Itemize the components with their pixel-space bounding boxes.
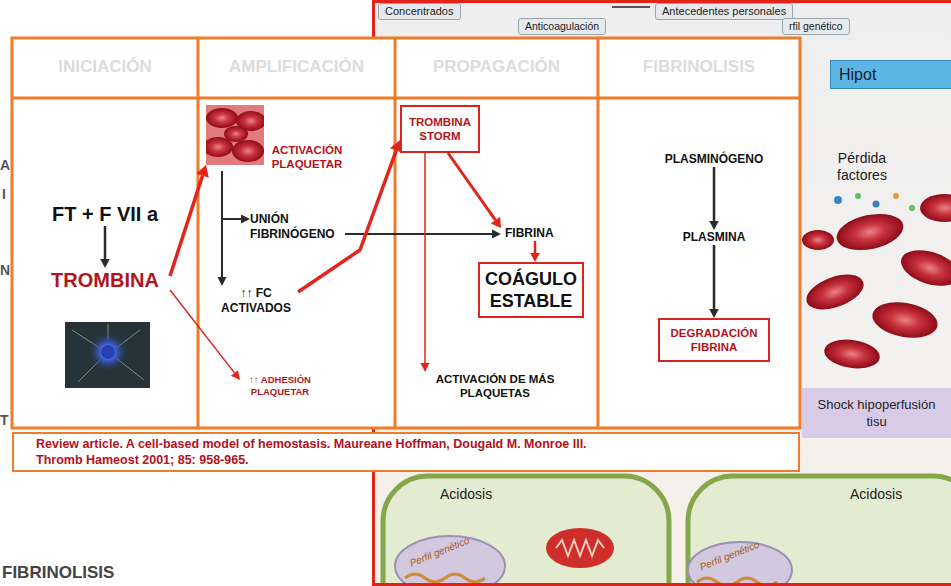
connector-line: [448, 153, 495, 220]
phase-table: [12, 38, 800, 428]
step-text: ↑↑ ADHESIÓN PLAQUETAR: [240, 374, 320, 398]
column-header: AMPLIFICACIÓN: [198, 57, 395, 77]
connector-line: [713, 167, 716, 221]
step-with-image-text: ACTIVACIÓN PLAQUETAR: [266, 143, 348, 171]
tag-box: rfil genético: [782, 18, 850, 35]
column-header: INICIACIÓN: [12, 57, 198, 77]
step-text: ↑↑ FC ACTIVADOS: [214, 286, 298, 316]
column-header: PROPAGACIÓN: [395, 57, 598, 77]
step-text-text: ↑↑ FC ACTIVADOS: [214, 286, 298, 316]
connector-line: [222, 171, 241, 219]
step-text: PLASMINA: [654, 230, 774, 245]
tissue-cells: [383, 476, 951, 586]
arrow-head: [100, 259, 110, 268]
panel-label: Acidosis: [850, 486, 902, 503]
platelet-photo: [206, 105, 264, 165]
step-text: TROMBINA: [40, 268, 170, 292]
column-header: FIBRINOLISIS: [598, 57, 800, 77]
connector-line: [424, 153, 426, 363]
panel-label: Acidosis: [440, 486, 492, 503]
tag-box-text: Anticoagulación: [525, 20, 599, 33]
process-box-text: DEGRADACIÓN FIBRINA: [664, 326, 764, 354]
arrow-head: [491, 217, 501, 228]
connector-arrow: [170, 165, 209, 276]
panel-label: Pérdida factores: [812, 150, 912, 184]
step-text-text: TROMBINA: [40, 268, 170, 292]
arrow-head: [196, 165, 209, 178]
connector-arrow: [222, 171, 250, 224]
step-text: ACTIVACIÓN DE MÁS PLAQUETAS: [420, 372, 570, 400]
tag-box-text: Concentrados: [385, 5, 454, 18]
connector-arrow: [218, 171, 227, 286]
connector-arrow: [448, 153, 501, 228]
cut-text: N: [0, 262, 10, 278]
caption-text: Review article. A cell-based model of he…: [36, 436, 626, 468]
tag-box: Antecedentes personales: [655, 3, 793, 20]
cut-text: A: [0, 157, 10, 173]
cut-text: I: [2, 186, 6, 202]
arrow-head: [709, 309, 719, 318]
tag-box: Concentrados: [378, 3, 461, 20]
connector-line: [612, 6, 650, 8]
tag-box-text: rfil genético: [789, 20, 843, 33]
step-text: FIBRINA: [501, 226, 558, 241]
factor-dots: [834, 193, 915, 211]
arrow-head: [492, 230, 501, 239]
arrow-head: [218, 277, 227, 286]
step-text-text: FIBRINA: [505, 226, 554, 241]
connector-line: [170, 176, 203, 276]
step-text-text: ACTIVACIÓN DE MÁS PLAQUETAS: [420, 372, 570, 400]
info-box-text: Hipot: [839, 65, 951, 84]
step-text-text: ↑↑ ADHESIÓN PLAQUETAR: [240, 374, 320, 398]
caption-box: Review article. A cell-based model of he…: [12, 432, 800, 472]
process-box: TROMBINA STORM: [400, 105, 480, 153]
connector-line: [221, 171, 223, 277]
arrow-head: [241, 215, 250, 224]
connector-arrow: [709, 167, 719, 230]
connector-line: [534, 241, 537, 253]
process-box: COÁGULO ESTABLE: [478, 262, 584, 318]
cut-text: T: [0, 412, 9, 428]
cut-heading: FIBRINOLISIS: [2, 563, 114, 583]
step-text-text: UNIÓN FIBRINÓGENO: [250, 212, 345, 242]
tag-box-text: Antecedentes personales: [662, 5, 786, 18]
step-text: PLASMINÓGENO: [654, 152, 774, 167]
connector-arrow: [100, 226, 110, 268]
arrow-head: [530, 253, 540, 262]
process-box-text: COÁGULO ESTABLE: [484, 268, 578, 312]
process-box-text: TROMBINA STORM: [404, 115, 476, 143]
band: Shock hipoperfusión tisu: [802, 388, 951, 438]
process-box: DEGRADACIÓN FIBRINA: [658, 318, 770, 362]
step-text: UNIÓN FIBRINÓGENO: [250, 212, 345, 242]
connector-line: [104, 226, 107, 259]
connector-arrow: [530, 241, 540, 262]
cell-photo: [65, 322, 150, 388]
step-text: FT + F VII a: [30, 202, 180, 226]
step-with-image: ACTIVACIÓN PLAQUETAR: [206, 103, 348, 171]
step-text-text: PLASMINÓGENO: [654, 152, 774, 167]
info-box: Hipot: [830, 60, 951, 89]
step-text-text: FT + F VII a: [30, 202, 180, 226]
arrow-head: [709, 221, 719, 230]
arrow-head: [421, 363, 430, 372]
arrow-head: [231, 370, 240, 380]
band-text: Shock hipoperfusión tisu: [806, 396, 947, 430]
step-text-text: PLASMINA: [654, 230, 774, 245]
connector-line: [298, 151, 396, 292]
connector-line: [713, 245, 716, 309]
tag-box: Anticoagulación: [518, 18, 606, 35]
connector-arrow: [421, 153, 430, 372]
connector-arrow: [709, 245, 719, 318]
red-blood-cells: [802, 194, 951, 372]
